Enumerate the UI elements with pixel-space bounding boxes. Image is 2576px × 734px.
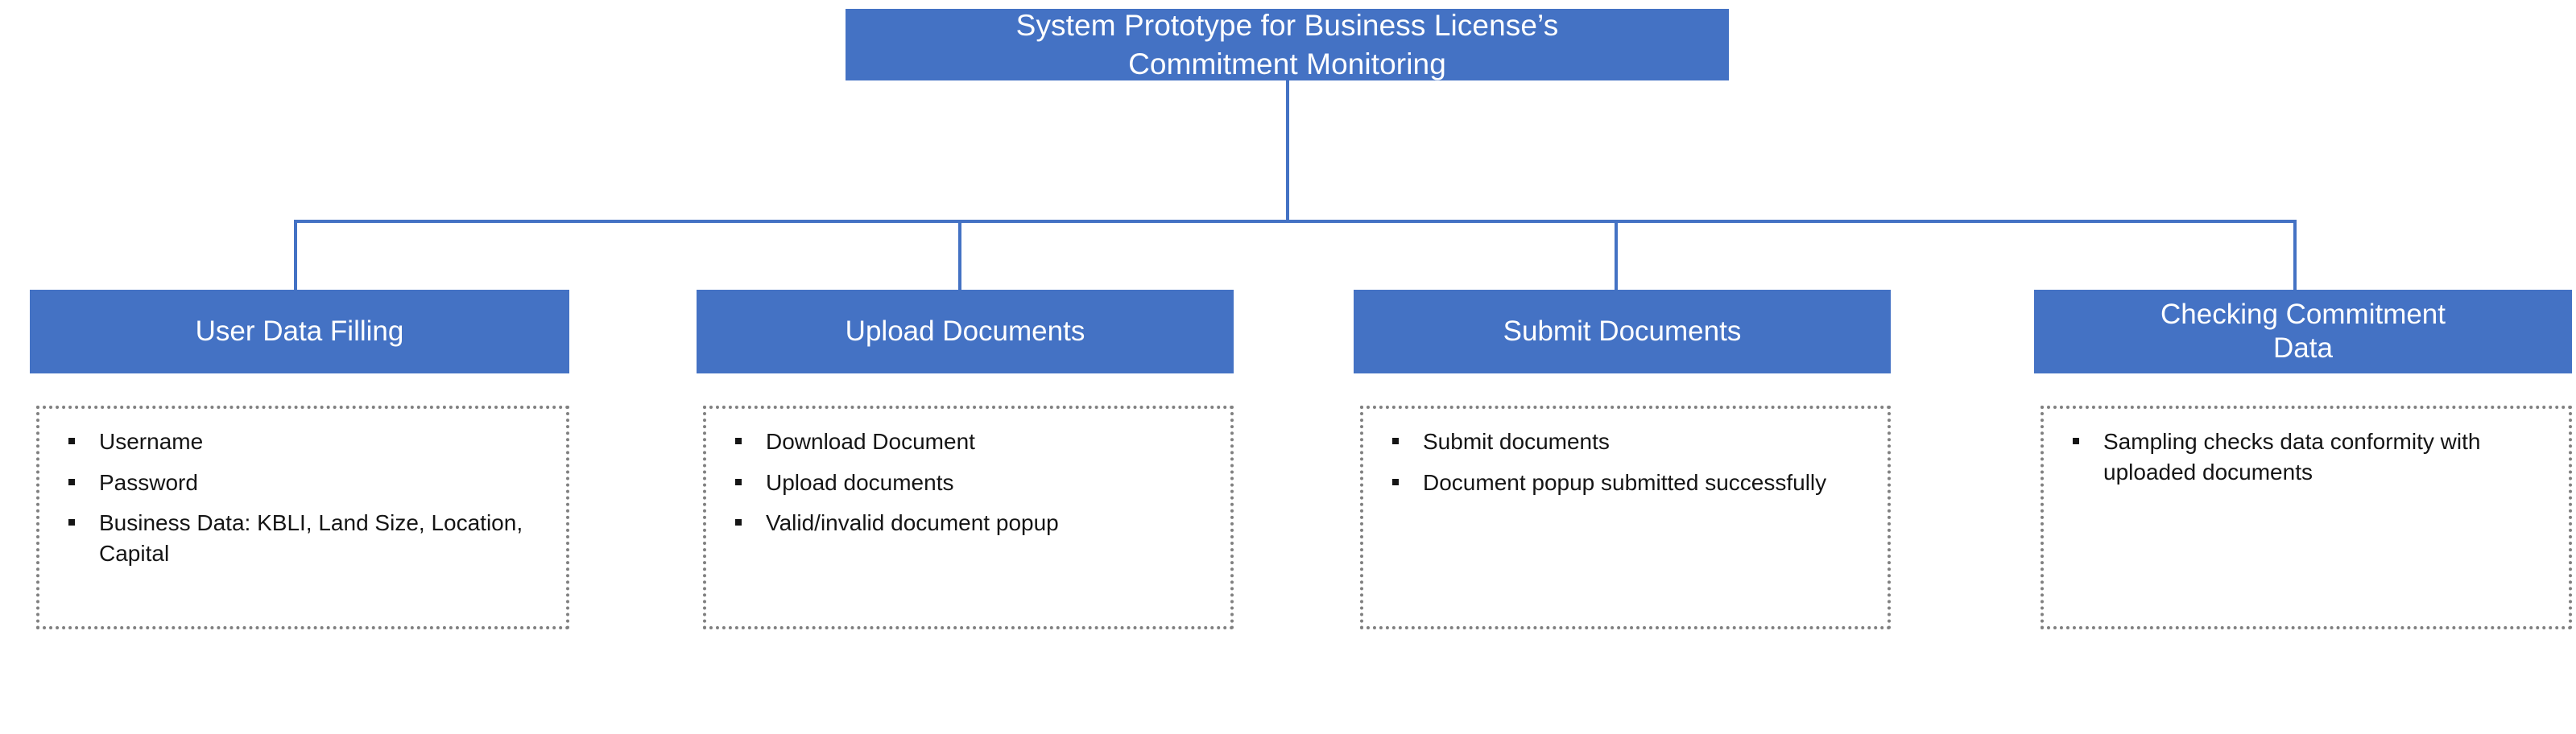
bullet-dot-icon xyxy=(735,478,742,485)
list-item: Upload documents xyxy=(721,468,1216,498)
branch-detail-box-4: Sampling checks data conformity with upl… xyxy=(2041,406,2572,629)
list-item-text: Business Data: KBLI, Land Size, Location… xyxy=(99,510,523,566)
branch-submit-documents: Submit Documents Submit documents Docume… xyxy=(1354,290,1891,629)
branch-header-3[interactable]: Submit Documents xyxy=(1354,290,1891,373)
bullet-list-2: Download Document Upload documents Valid… xyxy=(721,427,1216,538)
connector-drop-2 xyxy=(958,220,961,291)
branch-header-4[interactable]: Checking Commitment Data xyxy=(2034,290,2572,373)
root-node[interactable]: System Prototype for Business License’s … xyxy=(846,9,1729,80)
connector-root-trunk xyxy=(1286,80,1289,221)
list-item-text: Submit documents xyxy=(1423,429,1610,454)
bullet-dot-icon xyxy=(68,438,75,444)
bullet-dot-icon xyxy=(735,438,742,444)
branch-detail-box-2: Download Document Upload documents Valid… xyxy=(703,406,1234,629)
list-item-text: Download Document xyxy=(766,429,975,454)
list-item-text: Username xyxy=(99,429,204,454)
branch-detail-box-1: Username Password Business Data: KBLI, L… xyxy=(36,406,569,629)
list-item: Business Data: KBLI, Land Size, Location… xyxy=(54,508,552,568)
list-item: Password xyxy=(54,468,552,498)
list-item: Download Document xyxy=(721,427,1216,457)
connector-drop-1 xyxy=(294,220,297,291)
branch-checking-commitment-data: Checking Commitment Data Sampling checks… xyxy=(2034,290,2572,629)
branch-user-data-filling: User Data Filling Username Password Busi… xyxy=(30,290,569,629)
branch-header-2[interactable]: Upload Documents xyxy=(697,290,1234,373)
branch-detail-box-3: Submit documents Document popup submitte… xyxy=(1360,406,1891,629)
bullet-dot-icon xyxy=(68,478,75,485)
branch-header-label-3: Submit Documents xyxy=(1503,315,1742,347)
list-item: Submit documents xyxy=(1378,427,1873,457)
list-item-text: Document popup submitted successfully xyxy=(1423,469,1827,495)
list-item: Sampling checks data conformity with upl… xyxy=(2058,427,2554,487)
bullet-list-3: Submit documents Document popup submitte… xyxy=(1378,427,1873,497)
list-item-text: Upload documents xyxy=(766,469,954,495)
branch-header-label-2: Upload Documents xyxy=(845,315,1085,347)
list-item: Document popup submitted successfully xyxy=(1378,468,1873,498)
list-item: Valid/invalid document popup xyxy=(721,508,1216,538)
bullet-dot-icon xyxy=(1392,438,1399,444)
connector-drop-4 xyxy=(2293,220,2297,291)
list-item-text: Valid/invalid document popup xyxy=(766,510,1059,536)
branch-header-label-4: Checking Commitment Data xyxy=(2160,299,2446,364)
list-item: Username xyxy=(54,427,552,457)
bullet-dot-icon xyxy=(1392,478,1399,485)
root-node-label: System Prototype for Business License’s … xyxy=(1015,9,1559,80)
bullet-list-4: Sampling checks data conformity with upl… xyxy=(2058,427,2554,487)
bullet-dot-icon xyxy=(735,519,742,526)
list-item-text: Password xyxy=(99,469,198,495)
bullet-dot-icon xyxy=(68,519,75,526)
branch-upload-documents: Upload Documents Download Document Uploa… xyxy=(697,290,1234,629)
connector-drop-3 xyxy=(1615,220,1618,291)
branch-header-label-1: User Data Filling xyxy=(195,315,404,347)
list-item-text: Sampling checks data conformity with upl… xyxy=(2103,429,2481,485)
bullet-list-1: Username Password Business Data: KBLI, L… xyxy=(54,427,552,568)
bullet-dot-icon xyxy=(2073,438,2079,444)
connector-horizontal-bus xyxy=(294,220,2297,223)
branch-header-1[interactable]: User Data Filling xyxy=(30,290,569,373)
